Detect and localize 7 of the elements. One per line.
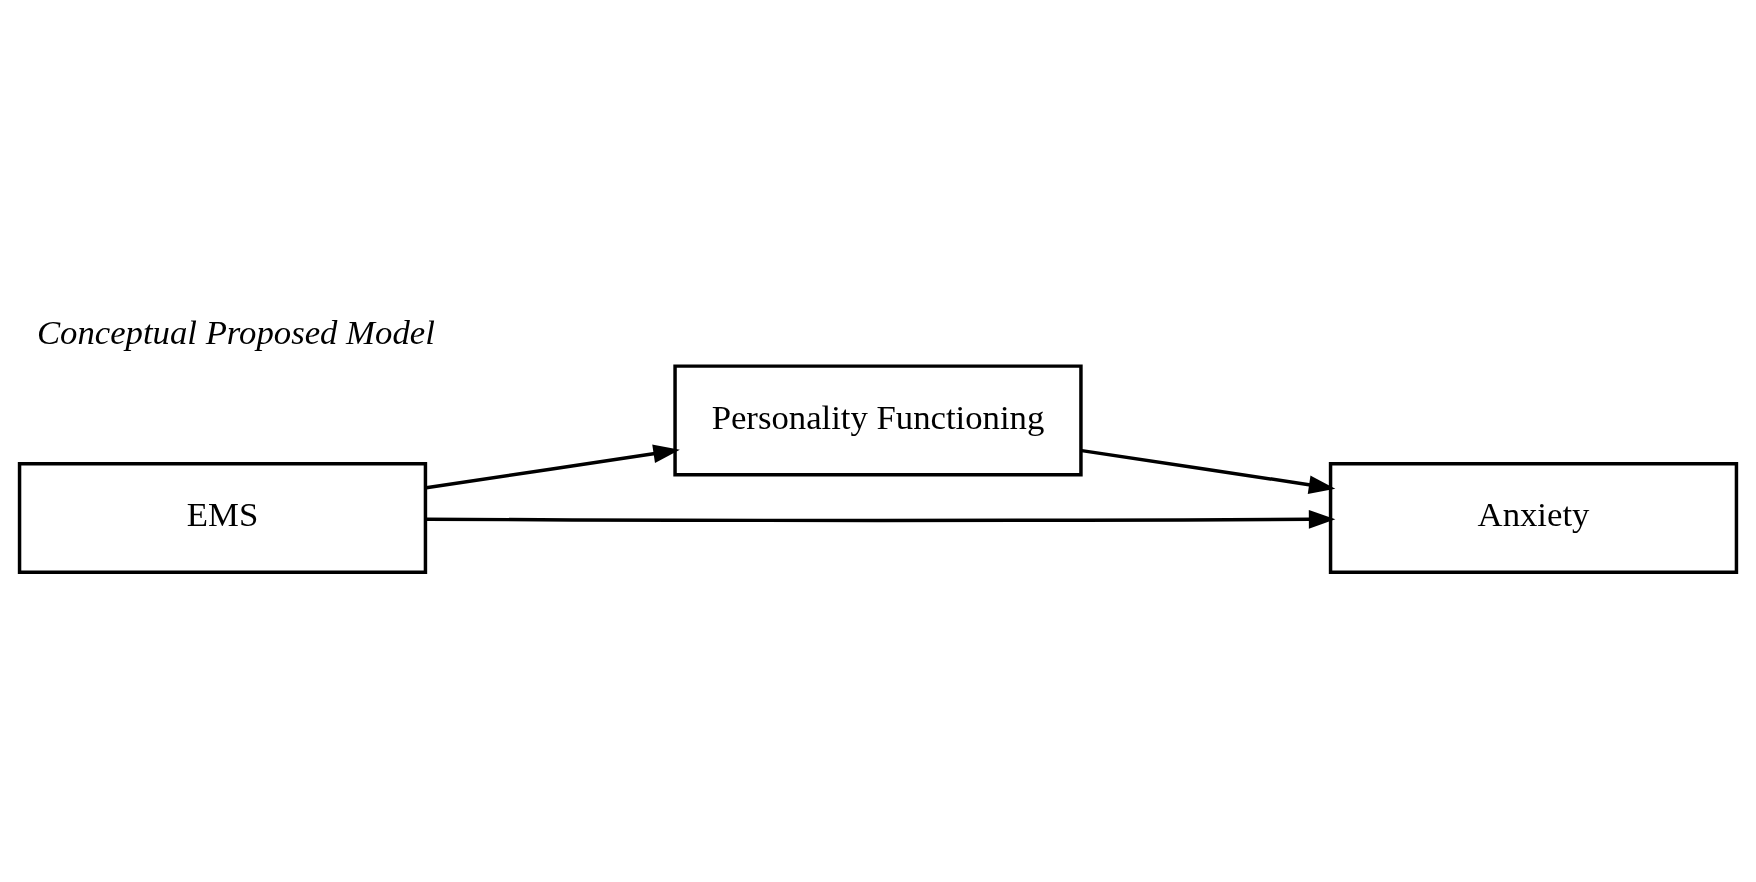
arrow <box>426 444 680 490</box>
arrow <box>425 510 1336 529</box>
arrow <box>1081 448 1336 494</box>
node-box: EMS <box>17 462 428 575</box>
node-box: Personality Functioning <box>673 364 1083 477</box>
node-box: Anxiety <box>1328 462 1739 575</box>
diagram-title: Conceptual Proposed Model <box>36 312 435 352</box>
